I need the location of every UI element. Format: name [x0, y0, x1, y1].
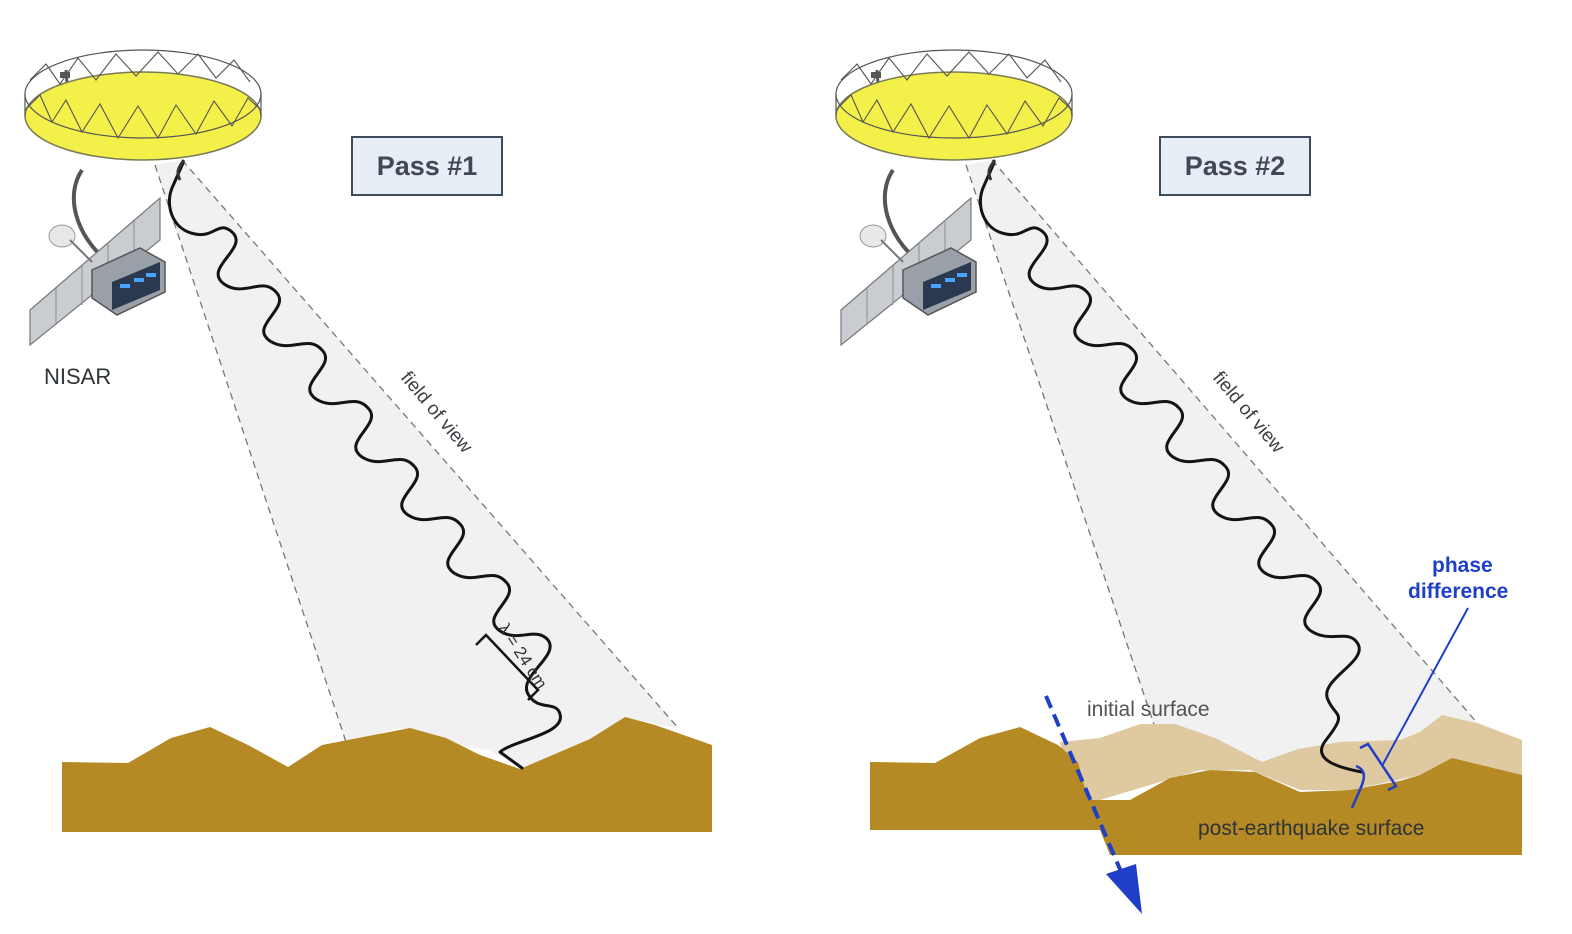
ground-surface [62, 717, 712, 832]
initial-surface-label: initial surface [1087, 698, 1210, 721]
phase-marker-blue-wave [1350, 764, 1366, 809]
wavelength-bracket [475, 633, 540, 701]
phase-difference-label-line1: phase [1432, 554, 1493, 577]
panel-2: field of view [835, 49, 1523, 914]
phase-difference-label-line2: difference [1408, 580, 1509, 603]
pass-1-title: Pass #1 [351, 136, 503, 196]
field-of-view-cone [155, 160, 679, 768]
fov-edge-left [154, 164, 347, 743]
phase-pointer-line [1381, 607, 1469, 767]
pass-2-title: Pass #2 [1159, 136, 1311, 196]
field-of-view-cone-2 [966, 160, 1522, 790]
fault-arrowhead [1106, 864, 1142, 914]
fov-edge-right [181, 159, 680, 730]
nisar-satellite [24, 49, 262, 347]
reflector-dish [24, 71, 262, 161]
radar-wave-2 [978, 161, 1364, 774]
nisar-satellite-2 [835, 49, 1073, 347]
post-earthquake-surface-label: post-earthquake surface [1198, 817, 1425, 840]
satellite-label: NISAR [44, 364, 112, 389]
post-earthquake-surface [870, 727, 1522, 855]
fault-line-arrow [1044, 695, 1130, 889]
initial-surface [1060, 715, 1522, 800]
radar-wave [167, 161, 562, 770]
